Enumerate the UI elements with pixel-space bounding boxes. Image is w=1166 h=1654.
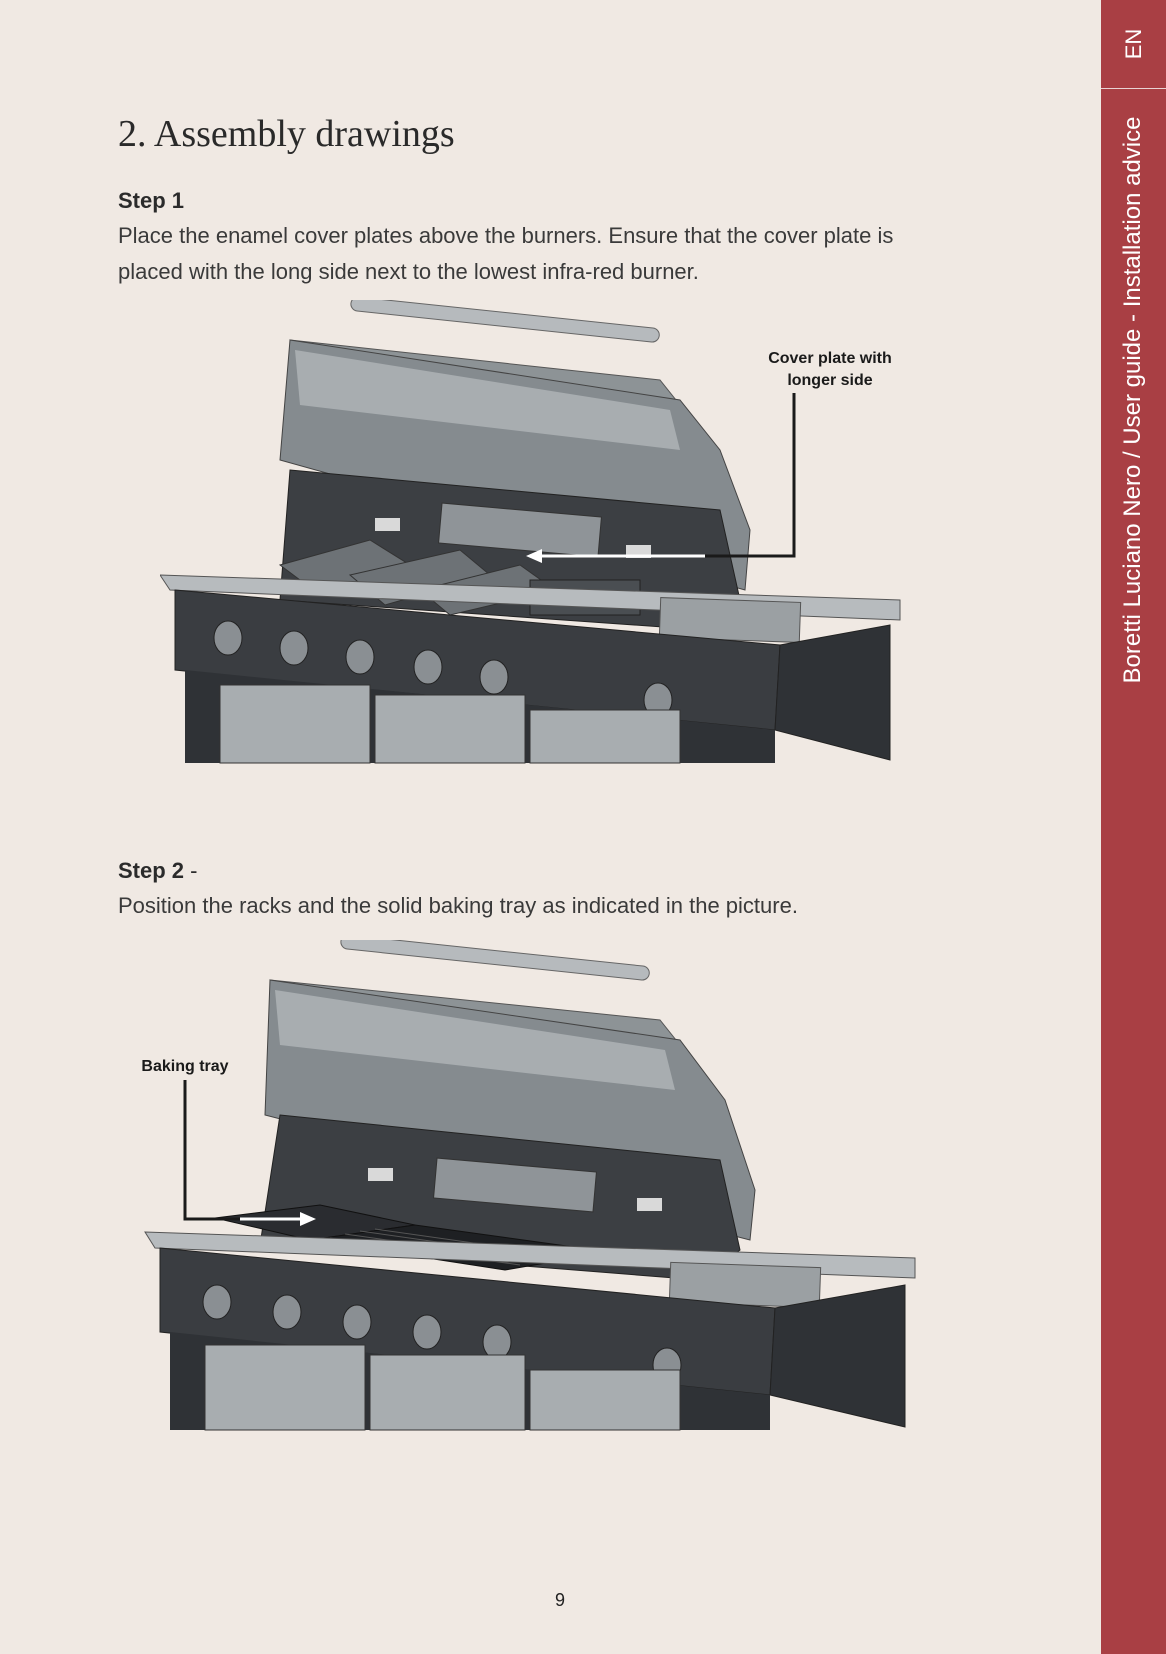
step1-title-text: Step 1 <box>118 188 185 213</box>
language-label: EN <box>1120 28 1146 60</box>
callout-cover-plate-line1: Cover plate with <box>768 350 892 367</box>
callout-cover-plate: Cover plate with longer side <box>730 348 930 392</box>
callout-cover-plate-line2: longer side <box>787 372 873 389</box>
step1-text: Place the enamel cover plates above the … <box>118 223 894 284</box>
page-number: 9 <box>554 1590 565 1610</box>
sidebar: EN Boretti Luciano Nero / User guide - I… <box>1101 0 1166 1654</box>
grill-figure-step2 <box>144 940 916 1431</box>
grill-figure-step1 <box>160 300 901 764</box>
callout-baking-tray: Baking tray <box>141 1058 229 1075</box>
step2-text: Position the racks and the solid baking … <box>118 893 798 918</box>
step2-title: Step 2 - <box>118 858 197 884</box>
step1-title: Step 1 <box>118 188 184 214</box>
step2-title-suffix: - <box>184 858 198 883</box>
guide-title: Boretti Luciano Nero / User guide - Inst… <box>1119 116 1146 684</box>
language-tab: EN <box>1101 0 1166 89</box>
page-heading: 2. Assembly drawings <box>118 113 455 155</box>
step2-title-text: Step 2 <box>118 858 185 883</box>
